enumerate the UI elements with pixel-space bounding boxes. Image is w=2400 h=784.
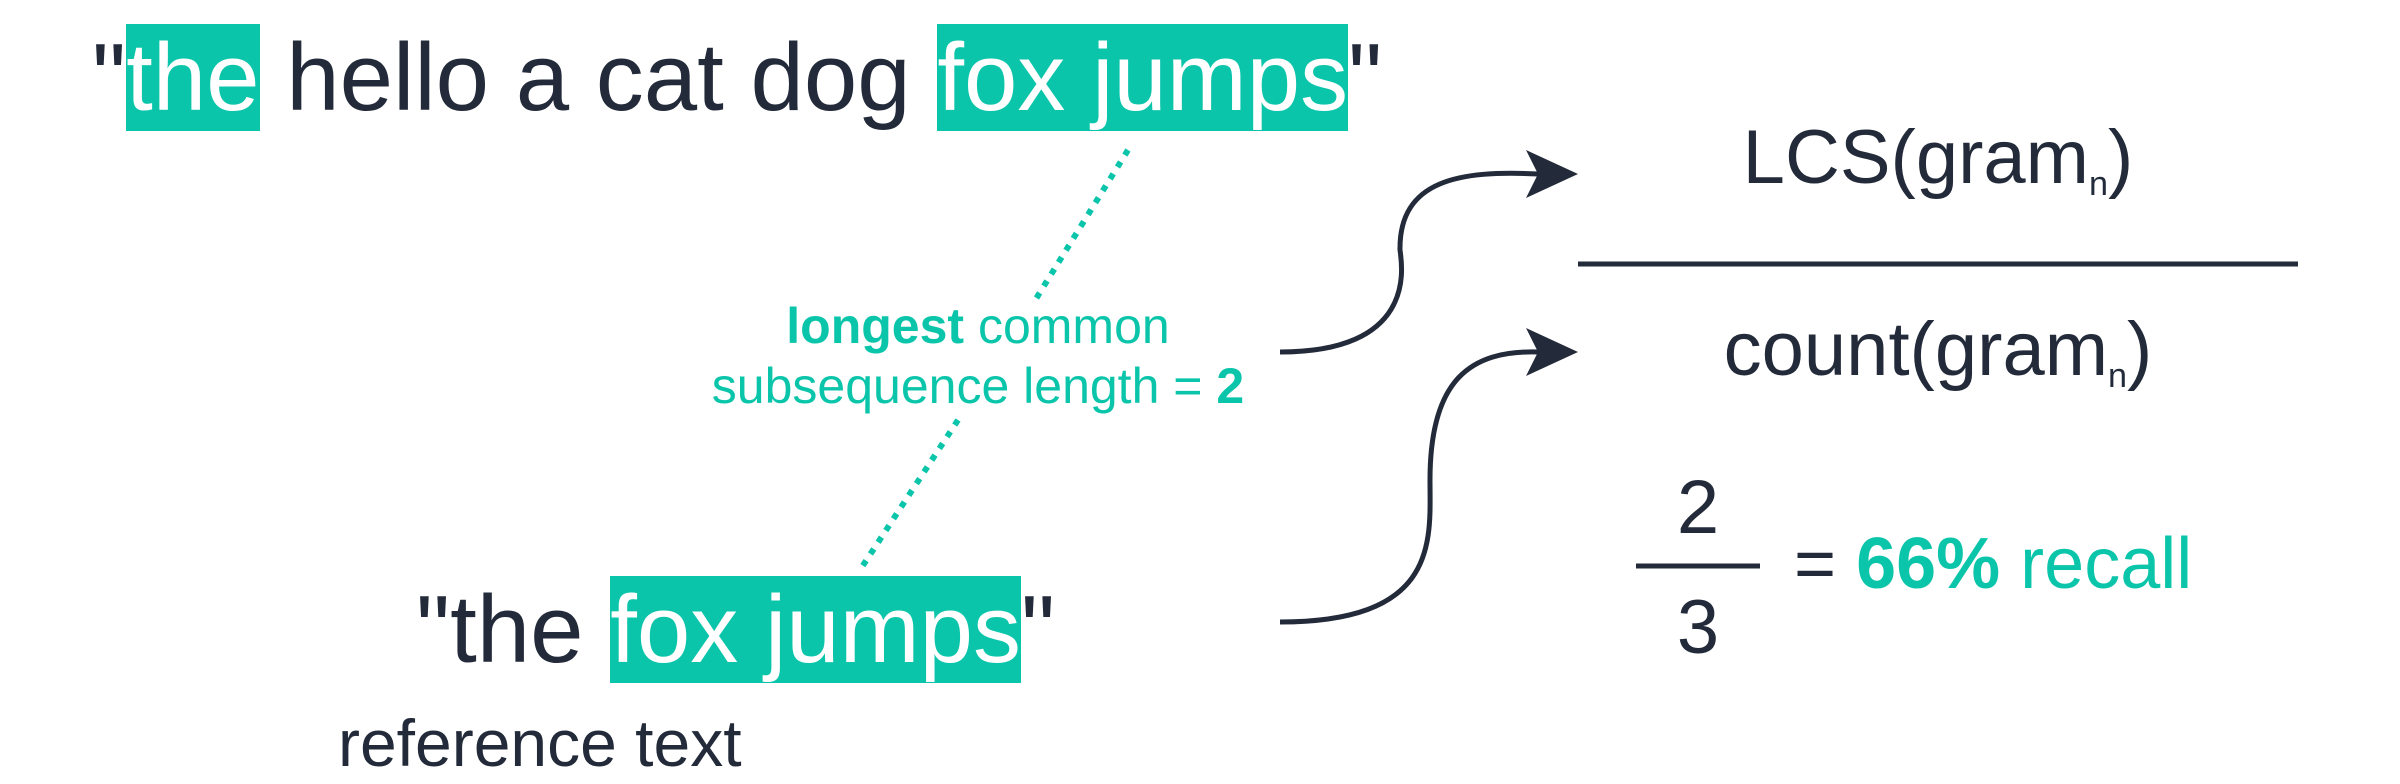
- lcs-label-line1: longest common: [688, 296, 1268, 356]
- lcs-label-line2: subsequence length = 2: [688, 356, 1268, 416]
- ref-quote-close: ": [1021, 576, 1056, 683]
- lcs-bold-value: 2: [1216, 358, 1245, 414]
- quote-open: ": [92, 24, 127, 131]
- dotted-line-top: [1031, 148, 1131, 304]
- formula-denominator: count(gramn): [1578, 312, 2298, 395]
- arrow-to-numerator: [1279, 170, 1539, 355]
- lcs-bold-longest: longest: [786, 298, 965, 354]
- equals-sign: =: [1794, 524, 1837, 604]
- ref-word-the: the: [450, 576, 611, 683]
- recall-label: recall: [2000, 524, 2193, 604]
- numerator-text: LCS(gram: [1742, 115, 2089, 200]
- arrow-to-denominator: [1279, 349, 1539, 625]
- recall-percent: 66%: [1856, 524, 2001, 604]
- candidate-text: "the hello a cat dog fox jumps": [92, 24, 1382, 131]
- denominator-subscript: n: [2108, 356, 2128, 395]
- lcs-label: longest common subsequence length = 2: [688, 296, 1268, 416]
- reference-caption: reference text: [338, 706, 742, 780]
- numerator-close: ): [2108, 115, 2134, 200]
- result-statement: = 66% recall: [1794, 528, 2192, 600]
- candidate-middle: hello a cat dog: [259, 24, 938, 131]
- highlight-the: the: [126, 24, 260, 131]
- numerator-subscript: n: [2088, 164, 2108, 203]
- denominator-close: ): [2127, 307, 2153, 392]
- result-numerator: 2: [1676, 465, 1720, 550]
- ref-highlight-fox-jumps: fox jumps: [610, 576, 1022, 683]
- result-denominator: 3: [1676, 585, 1720, 670]
- formula-numerator: LCS(gramn): [1578, 120, 2298, 203]
- ref-quote-open: ": [416, 576, 451, 683]
- lcs-text-length: subsequence length =: [711, 358, 1217, 414]
- dotted-line-bottom: [857, 418, 961, 572]
- arrowhead-denominator: [1526, 328, 1578, 376]
- quote-close: ": [1348, 24, 1383, 131]
- lcs-text-common: common: [964, 298, 1170, 354]
- highlight-fox-jumps: fox jumps: [937, 24, 1349, 131]
- arrowhead-numerator: [1526, 150, 1578, 198]
- reference-text: "the fox jumps": [416, 576, 1055, 683]
- denominator-text: count(gram: [1723, 307, 2109, 392]
